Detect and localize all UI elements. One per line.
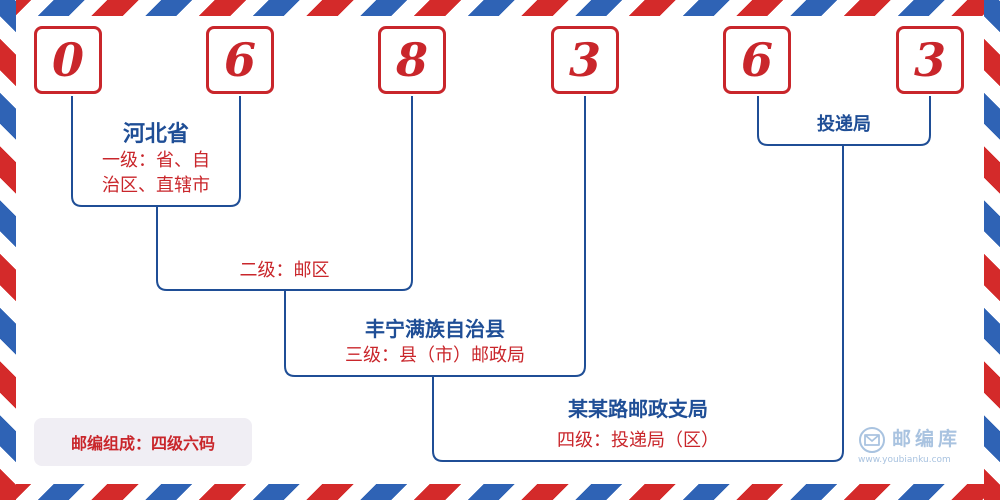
digit-3: 8 (378, 26, 446, 94)
bracket-county (284, 96, 586, 377)
bracket-delivery (757, 96, 931, 146)
digit-6: 3 (896, 26, 964, 94)
county-name: 丰宁满族自治县 (365, 317, 505, 341)
airmail-border-left (0, 0, 16, 500)
airmail-border-top (0, 0, 1000, 16)
brand-watermark: 邮编库 www.youbianku.com (858, 424, 978, 470)
digit-5: 6 (723, 26, 791, 94)
province-desc-line1: 一级：省、自 (102, 150, 210, 171)
legend-box: 邮编组成：四级六码 (34, 418, 252, 466)
airmail-border-bottom (0, 484, 1000, 500)
brand-url: www.youbianku.com (858, 455, 951, 465)
digit-4: 3 (551, 26, 619, 94)
bracket-branch (432, 145, 844, 462)
airmail-border-right (984, 0, 1000, 500)
envelope-circle-icon (859, 427, 885, 453)
district-desc: 二级：邮区 (239, 260, 330, 281)
county-desc: 三级：县（市）邮政局 (345, 345, 525, 366)
province-name: 河北省 (122, 122, 189, 147)
legend-text: 邮编组成：四级六码 (70, 434, 215, 453)
province-desc-line2: 治区、直辖市 (102, 175, 210, 196)
branch-name: 某某路邮政支局 (568, 397, 708, 421)
brand-name: 邮编库 (892, 428, 962, 450)
digit-2: 6 (206, 26, 274, 94)
branch-desc: 四级：投递局（区） (557, 430, 719, 451)
digit-1: 0 (34, 26, 102, 94)
delivery-name: 投递局 (817, 114, 871, 135)
